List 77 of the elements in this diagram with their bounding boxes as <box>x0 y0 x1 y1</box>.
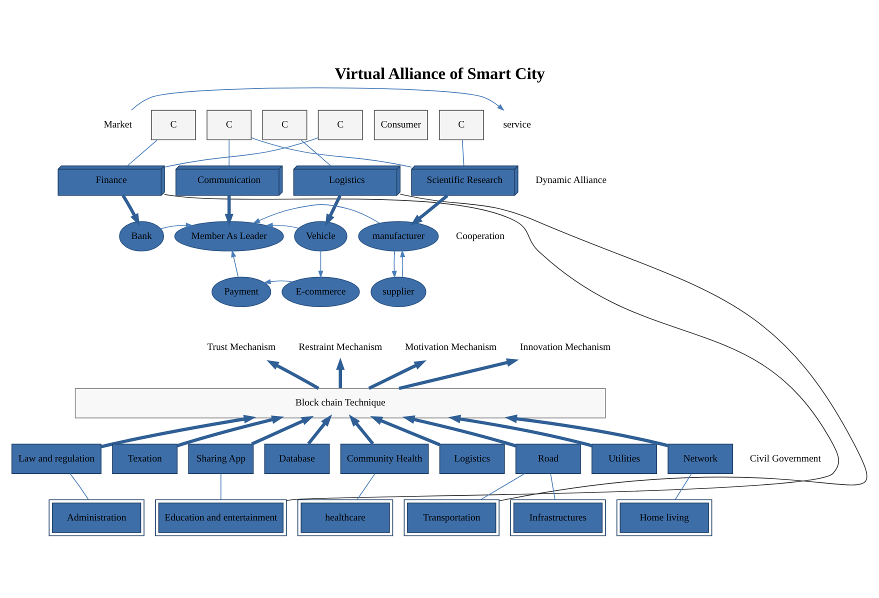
connector <box>356 472 376 500</box>
connector <box>164 194 840 501</box>
connector <box>228 139 230 166</box>
arrow <box>176 415 284 447</box>
node-box: Transportation <box>404 498 500 536</box>
node-box: Administration <box>48 498 144 536</box>
connector <box>250 136 412 168</box>
arrow <box>307 414 332 444</box>
node-box: healthcare <box>297 498 394 536</box>
arrow <box>448 414 592 447</box>
node-text: Motivation Mechanism <box>404 342 497 353</box>
node-ellipse: Vehicle <box>294 220 348 251</box>
arrow <box>122 194 140 226</box>
arrow <box>252 204 380 224</box>
arrow <box>325 194 342 226</box>
node-box: C <box>150 109 196 140</box>
node-box: Community Health <box>340 443 429 474</box>
node-ellipse: supplier <box>370 276 426 307</box>
node-ellipse: manufacturer <box>358 220 439 251</box>
node-box: Texation <box>112 443 178 474</box>
node-box: Home living <box>616 498 712 536</box>
node-text: Restraint Mechanism <box>298 342 382 353</box>
arrow <box>400 249 406 277</box>
arrow <box>100 414 256 448</box>
arrow <box>318 250 324 278</box>
node-box: Consumer <box>374 109 428 140</box>
node-text: Trust Mechanism <box>207 342 276 353</box>
node-box: Road <box>515 443 581 474</box>
label: Dynamic Alliance <box>536 174 607 186</box>
arrow <box>368 360 427 390</box>
node-box: C <box>318 109 363 140</box>
node-box: Law and regulation <box>11 443 102 474</box>
node-box: Sharing App <box>188 443 254 474</box>
node-box: Network <box>668 443 734 474</box>
arrow <box>410 194 448 226</box>
connector <box>480 472 525 500</box>
arrow <box>131 86 504 110</box>
node-text: service <box>503 119 531 130</box>
connector <box>550 472 556 500</box>
connector <box>462 139 464 166</box>
label: Civil Government <box>750 452 821 464</box>
arrow <box>263 278 293 284</box>
node-text: Innovation Mechanism <box>520 342 611 353</box>
connector <box>400 193 868 501</box>
connector <box>300 139 332 166</box>
arrow <box>402 414 516 448</box>
arrow <box>251 416 314 446</box>
arrow <box>504 414 668 447</box>
connector <box>127 139 158 166</box>
label: Cooperation <box>456 230 504 242</box>
connector <box>164 136 319 168</box>
node-box: Education and entertainment <box>155 498 287 536</box>
diagram-title: Virtual Alliance of Smart City <box>334 63 546 82</box>
arrow <box>392 250 397 278</box>
arrow <box>370 416 440 446</box>
node-box: Block chain Technique <box>74 388 606 418</box>
arrow <box>265 222 300 228</box>
arrow <box>336 357 345 388</box>
node-ellipse: E-commerce <box>282 276 360 307</box>
arrow <box>266 360 320 390</box>
connector <box>674 472 692 500</box>
arrow <box>224 195 234 226</box>
node-box: C <box>206 109 252 140</box>
connector <box>220 472 222 500</box>
node-box: Infrastructures <box>510 498 606 536</box>
node-text: Market <box>104 119 132 130</box>
node-ellipse: Bank <box>119 220 164 251</box>
node-box: Logistics <box>439 443 505 474</box>
node-box: Utilities <box>592 443 657 474</box>
arrow <box>160 222 194 229</box>
node-box: Database <box>264 443 330 474</box>
arrow <box>348 414 374 444</box>
arrow <box>398 358 519 390</box>
node-box: C <box>438 109 484 140</box>
node-box: C <box>262 109 308 140</box>
arrow <box>231 249 239 277</box>
connector <box>70 472 89 500</box>
